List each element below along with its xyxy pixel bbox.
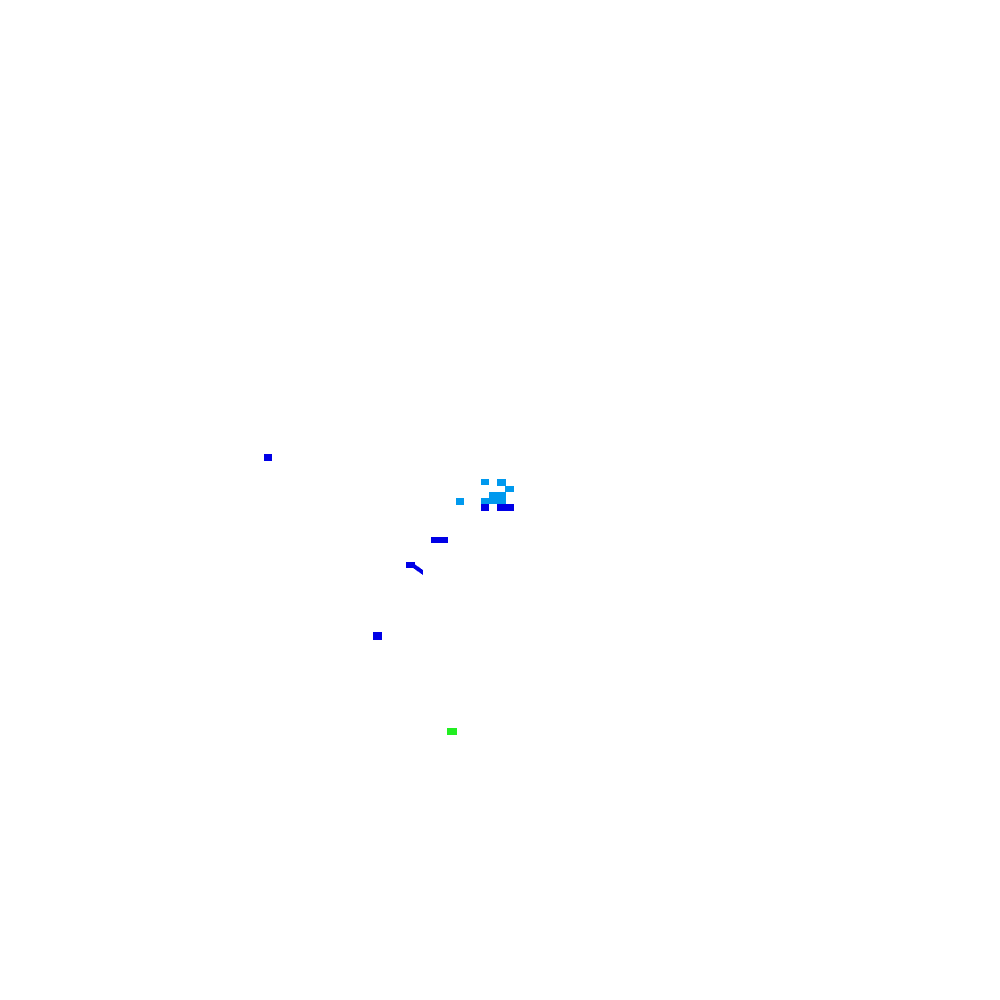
light-blue-speck (456, 498, 464, 505)
blue-speck (406, 562, 415, 568)
blue-speck (497, 504, 514, 511)
blue-speck (264, 454, 272, 461)
light-blue-speck (505, 486, 514, 492)
light-blue-speck (481, 498, 506, 504)
light-blue-speck (489, 492, 506, 500)
light-blue-speck (481, 479, 489, 485)
blue-speck (431, 537, 448, 543)
green-speck (447, 728, 457, 735)
blue-speck (373, 632, 382, 640)
light-blue-speck (497, 479, 506, 486)
blue-speck (413, 563, 423, 575)
blue-speck (481, 504, 489, 511)
